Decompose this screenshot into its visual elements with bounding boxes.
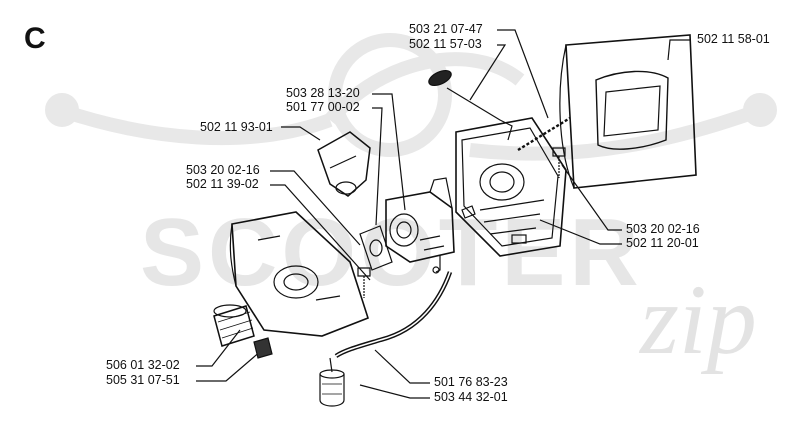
callout-label: 503 20 02-16 — [186, 163, 260, 177]
callout-label: 502 11 20-01 — [626, 236, 699, 250]
carburetor-cover — [229, 211, 369, 337]
callout-label: 502 11 58-01 — [697, 32, 770, 46]
sleeve — [213, 304, 255, 347]
callout-label: 501 76 83-23 — [434, 375, 508, 389]
carburetor — [385, 177, 455, 274]
callout-label: 501 77 00-02 — [286, 100, 360, 114]
watermark-script: zip — [640, 264, 757, 375]
callout-label: 502 11 57-03 — [409, 37, 482, 51]
spring — [517, 116, 571, 152]
choke-rod — [428, 69, 513, 141]
callout-label: 503 44 32-01 — [434, 390, 508, 404]
section-letter: C — [24, 22, 46, 55]
callout-label: 502 11 93-01 — [200, 120, 273, 134]
watermark-logo — [45, 33, 777, 161]
callout-label: 503 28 13-20 — [286, 86, 360, 100]
callout-label: 503 20 02-16 — [626, 222, 700, 236]
callout-label: 506 01 32-02 — [106, 358, 180, 372]
fuel-filter — [319, 357, 345, 407]
fuel-hose — [334, 271, 453, 358]
leader-lines — [196, 29, 690, 399]
gasket — [359, 225, 393, 271]
air-filter — [559, 34, 697, 189]
fuel-hose-inner — [335, 271, 451, 357]
screws — [357, 147, 566, 298]
callout-label: 502 11 39-02 — [186, 177, 259, 191]
plug — [253, 337, 273, 359]
callout-label: 505 31 07-51 — [106, 373, 180, 387]
filter-housing — [455, 117, 567, 257]
intake-elbow — [317, 131, 371, 197]
callout-label: 503 21 07-47 — [409, 22, 483, 36]
